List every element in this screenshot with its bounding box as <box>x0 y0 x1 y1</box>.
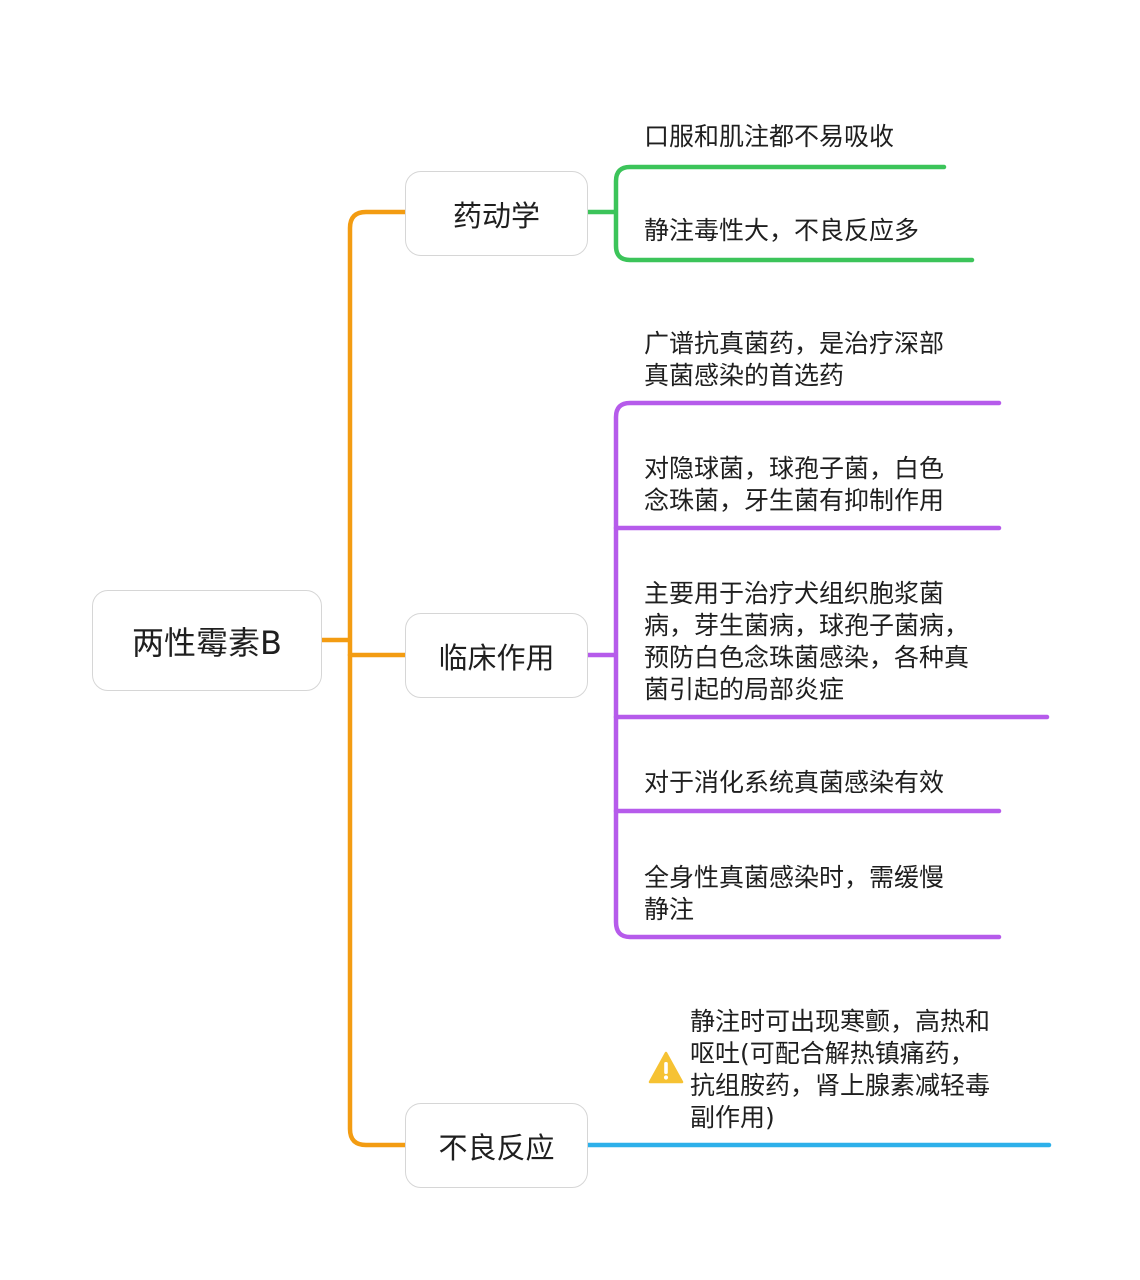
leaf-line: 对于消化系统真菌感染有效 <box>644 768 945 797</box>
leaf-line: 主要用于治疗犬组织胞浆菌 <box>644 579 945 608</box>
leaf-line: 静注时可出现寒颤，高热和 <box>690 1007 991 1036</box>
leaf-line: 全身性真菌感染时，需缓慢 <box>644 863 945 892</box>
leaf-text: 口服和肌注都不易吸收 <box>644 122 895 151</box>
leaf-line: 真菌感染的首选药 <box>644 361 845 390</box>
leaf-line: 病，芽生菌病，球孢子菌病， <box>644 611 970 640</box>
warning-icon <box>648 1051 684 1084</box>
leaf-line: 对隐球菌，球孢子菌，白色 <box>644 454 945 483</box>
pk-bracket <box>613 164 975 263</box>
leaf-clinical-4[interactable]: 对于消化系统真菌感染有效 <box>644 767 944 799</box>
leaf-line: 预防白色念珠菌感染，各种真 <box>644 643 970 672</box>
leaf-line: 静注 <box>644 895 695 924</box>
leaf-line: 抗组胺药，肾上腺素减轻毒 <box>690 1071 991 1100</box>
leaf-adverse-1[interactable]: 静注时可出现寒颤，高热和 呕吐(可配合解热镇痛药， 抗组胺药，肾上腺素减轻毒 副… <box>690 1006 990 1134</box>
root-label: 两性霉素B <box>132 623 282 662</box>
leaf-clinical-5[interactable]: 全身性真菌感染时，需缓慢 静注 <box>644 862 944 926</box>
clinical-connectors <box>585 400 1050 940</box>
leaf-line: 副作用) <box>690 1103 775 1132</box>
branch-label: 药动学 <box>452 198 540 233</box>
leaf-text: 静注毒性大，不良反应多 <box>644 216 920 245</box>
leaf-line: 呕吐(可配合解热镇痛药， <box>690 1039 975 1068</box>
leaf-pk-2[interactable]: 静注毒性大，不良反应多 <box>644 215 919 247</box>
leaf-line: 菌引起的局部炎症 <box>644 675 845 704</box>
branch-label: 临床作用 <box>438 640 555 675</box>
trunk-line <box>347 209 409 1148</box>
branch-pharmacokinetics[interactable]: 药动学 <box>405 171 588 256</box>
leaf-clinical-1[interactable]: 广谱抗真菌药，是治疗深部 真菌感染的首选药 <box>644 328 944 392</box>
branch-clinical[interactable]: 临床作用 <box>405 613 588 698</box>
leaf-clinical-2[interactable]: 对隐球菌，球孢子菌，白色 念珠菌，牙生菌有抑制作用 <box>644 453 944 517</box>
leaf-pk-1[interactable]: 口服和肌注都不易吸收 <box>644 121 894 153</box>
leaf-line: 广谱抗真菌药，是治疗深部 <box>644 329 945 358</box>
pharmacokinetics-connectors <box>585 164 975 263</box>
main-connectors <box>319 209 409 1148</box>
root-node[interactable]: 两性霉素B <box>92 590 322 691</box>
leaf-line: 念珠菌，牙生菌有抑制作用 <box>644 486 945 515</box>
branch-adverse[interactable]: 不良反应 <box>405 1103 588 1188</box>
branch-label: 不良反应 <box>438 1130 555 1165</box>
clinical-bracket <box>613 400 1002 940</box>
leaf-clinical-3[interactable]: 主要用于治疗犬组织胞浆菌 病，芽生菌病，球孢子菌病， 预防白色念珠菌感染，各种真… <box>644 578 969 706</box>
